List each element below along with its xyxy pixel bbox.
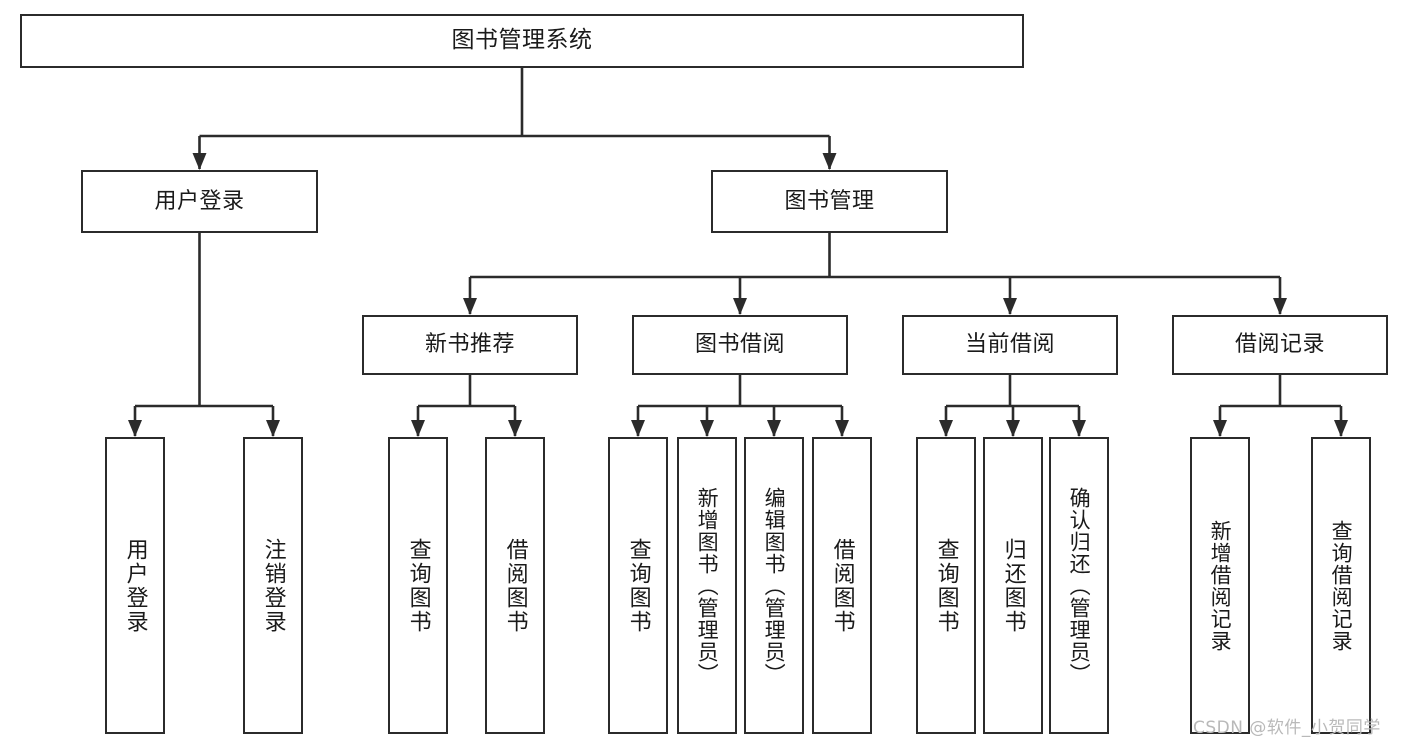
node-leaf-rec-add[interactable]: 新增借阅记录 <box>1190 437 1250 734</box>
arrow-head <box>1072 420 1086 437</box>
node-current[interactable]: 当前借阅 <box>902 315 1118 375</box>
node-label-leaf-nb-query: 查询图书 <box>405 537 431 634</box>
arrow-head <box>631 420 645 437</box>
arrow-head <box>1006 420 1020 437</box>
arrow-head <box>411 420 425 437</box>
node-label-leaf-nb-borrow: 借阅图书 <box>502 537 528 634</box>
node-newbook[interactable]: 新书推荐 <box>362 315 578 375</box>
arrow-head <box>463 298 477 315</box>
node-label-leaf-cur-return: 归还图书 <box>1000 537 1026 634</box>
arrow-head <box>767 420 781 437</box>
node-leaf-bw-add[interactable]: 新增图书（管理员） <box>677 437 737 734</box>
node-label-leaf-user-logout: 注销登录 <box>260 537 286 634</box>
node-label-leaf-rec-add: 新增借阅记录 <box>1208 519 1233 652</box>
node-label-leaf-cur-confirm: 确认归还（管理员） <box>1067 486 1092 685</box>
node-leaf-user-logout[interactable]: 注销登录 <box>243 437 303 734</box>
node-label-leaf-bw-edit: 编辑图书（管理员） <box>762 486 787 685</box>
node-leaf-bw-borrow[interactable]: 借阅图书 <box>812 437 872 734</box>
node-label-leaf-user-login: 用户登录 <box>122 537 148 634</box>
node-leaf-cur-return[interactable]: 归还图书 <box>983 437 1043 734</box>
arrow-head <box>1334 420 1348 437</box>
arrow-head <box>128 420 142 437</box>
node-label-borrow: 图书借阅 <box>694 332 785 358</box>
node-records[interactable]: 借阅记录 <box>1172 315 1388 375</box>
node-bookmgmt[interactable]: 图书管理 <box>711 170 948 233</box>
node-leaf-bw-edit[interactable]: 编辑图书（管理员） <box>744 437 804 734</box>
node-label-records: 借阅记录 <box>1234 332 1325 358</box>
node-leaf-cur-query[interactable]: 查询图书 <box>916 437 976 734</box>
node-label-bookmgmt: 图书管理 <box>784 188 875 214</box>
arrow-head <box>733 298 747 315</box>
node-leaf-nb-query[interactable]: 查询图书 <box>388 437 448 734</box>
arrow-head <box>1003 298 1017 315</box>
watermark: CSDN @软件_小贺同学 <box>1193 718 1381 738</box>
node-label-current: 当前借阅 <box>964 332 1055 358</box>
node-label-leaf-bw-add: 新增图书（管理员） <box>695 486 720 685</box>
arrow-head <box>822 153 837 170</box>
node-leaf-bw-query[interactable]: 查询图书 <box>608 437 668 734</box>
node-root[interactable]: 图书管理系统 <box>20 14 1024 68</box>
arrow-head <box>192 153 207 170</box>
node-leaf-nb-borrow[interactable]: 借阅图书 <box>485 437 545 734</box>
node-label-leaf-bw-query: 查询图书 <box>625 537 651 634</box>
arrow-head <box>700 420 714 437</box>
arrow-head <box>835 420 849 437</box>
node-leaf-rec-query[interactable]: 查询借阅记录 <box>1311 437 1371 734</box>
node-label-leaf-rec-query: 查询借阅记录 <box>1329 519 1354 652</box>
node-leaf-cur-confirm[interactable]: 确认归还（管理员） <box>1049 437 1109 734</box>
node-leaf-user-login[interactable]: 用户登录 <box>105 437 165 734</box>
arrow-head <box>266 420 280 437</box>
node-label-leaf-bw-borrow: 借阅图书 <box>829 537 855 634</box>
node-login[interactable]: 用户登录 <box>81 170 318 233</box>
node-borrow[interactable]: 图书借阅 <box>632 315 848 375</box>
node-label-newbook: 新书推荐 <box>424 332 515 358</box>
node-label-login: 用户登录 <box>154 188 245 214</box>
arrow-head <box>508 420 522 437</box>
node-label-leaf-cur-query: 查询图书 <box>933 537 959 634</box>
arrow-head <box>1273 298 1287 315</box>
arrow-head <box>939 420 953 437</box>
arrow-head <box>1213 420 1227 437</box>
node-label-root: 图书管理系统 <box>451 27 593 54</box>
